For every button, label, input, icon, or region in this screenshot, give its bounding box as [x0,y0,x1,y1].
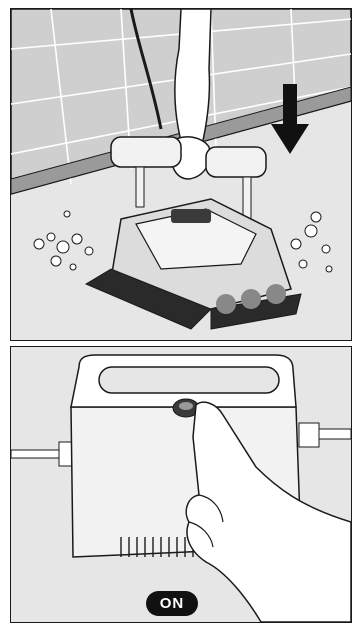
power-cable-right [299,423,351,447]
step-2-panel: ON [10,346,352,623]
on-badge: ON [146,591,198,616]
step-1-panel [10,8,352,341]
robot-into-pool-illustration [11,9,351,340]
pool-robot [86,199,301,329]
power-cable-left [11,442,73,466]
power-supply-illustration [11,347,351,622]
